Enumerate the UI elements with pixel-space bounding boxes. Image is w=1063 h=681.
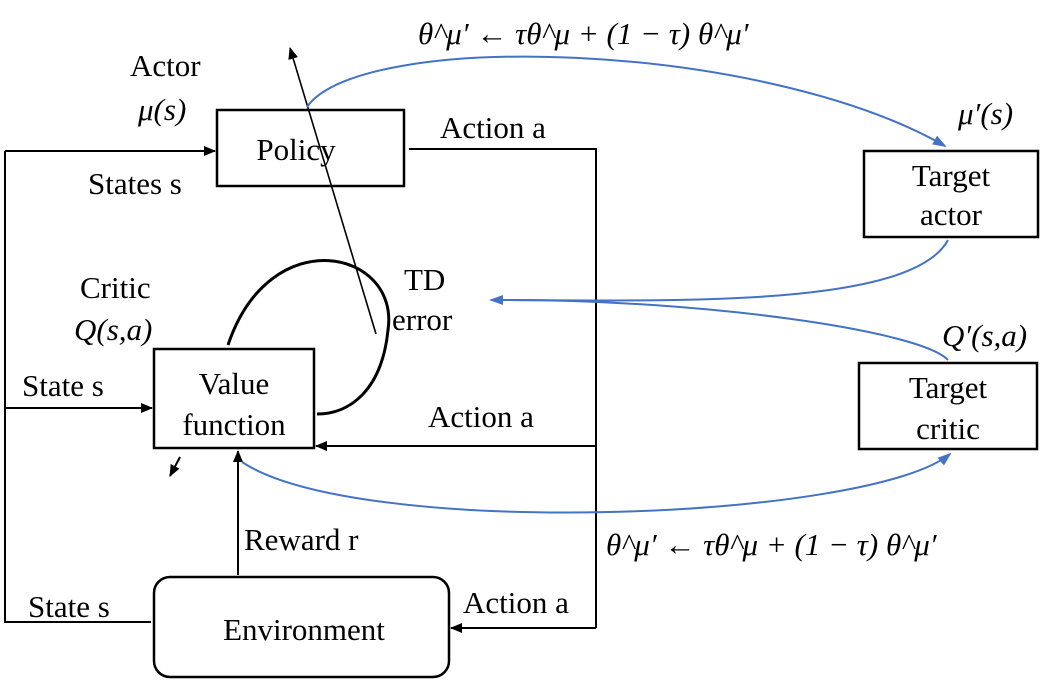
policy-to-target-actor-arrow bbox=[306, 55, 947, 147]
environment-label: Environment bbox=[223, 612, 385, 647]
state-bus bbox=[4, 151, 151, 623]
action-a-env-label: Action a bbox=[463, 585, 569, 620]
q-prime-label: Q′(s,a) bbox=[942, 318, 1027, 353]
environment-box bbox=[152, 575, 451, 679]
value-function-label-2: function bbox=[182, 407, 286, 442]
action-a-policy-label: Action a bbox=[440, 110, 546, 145]
error-label: error bbox=[392, 302, 453, 337]
target-actor-label-2: actor bbox=[920, 197, 983, 232]
value-function-box bbox=[152, 347, 316, 450]
target-critic-label-2: critic bbox=[916, 411, 980, 446]
target-critic-label-1: Target bbox=[909, 370, 988, 405]
value-to-target-critic-arrow bbox=[241, 452, 952, 514]
critic-update-arrow bbox=[169, 456, 181, 477]
policy-label: Policy bbox=[256, 132, 336, 167]
target-critic-to-td-line bbox=[509, 299, 949, 361]
critic-update-equation: θ^μ′ ← τθ^μ + (1 − τ) θ^μ′ bbox=[606, 527, 938, 562]
action-bus bbox=[409, 148, 597, 628]
reward-r-label: Reward r bbox=[244, 522, 359, 557]
policy-box bbox=[215, 108, 406, 188]
actor-label: Actor bbox=[130, 48, 201, 83]
target-actor-to-td-arrow bbox=[489, 239, 949, 306]
actor-mu-label: μ(s) bbox=[137, 92, 186, 127]
actor-update-equation: θ^μ′ ← τθ^μ + (1 − τ) θ^μ′ bbox=[418, 16, 750, 51]
mu-prime-label: μ′(s) bbox=[957, 96, 1013, 131]
action-a-value-label: Action a bbox=[428, 399, 534, 434]
td-error-diagonal bbox=[288, 47, 377, 335]
target-actor-label-1: Target bbox=[912, 158, 991, 193]
critic-label: Critic bbox=[80, 270, 151, 305]
target-critic-box bbox=[857, 361, 1039, 451]
states-s-label: States s bbox=[88, 166, 182, 201]
critic-q-label: Q(s,a) bbox=[74, 312, 152, 347]
td-error-loop bbox=[226, 259, 391, 416]
target-actor-box bbox=[862, 149, 1040, 239]
state-s-value-label: State s bbox=[22, 368, 104, 403]
state-s-env-label: State s bbox=[28, 589, 110, 624]
td-label: TD bbox=[404, 262, 445, 297]
value-function-label-1: Value bbox=[199, 366, 270, 401]
